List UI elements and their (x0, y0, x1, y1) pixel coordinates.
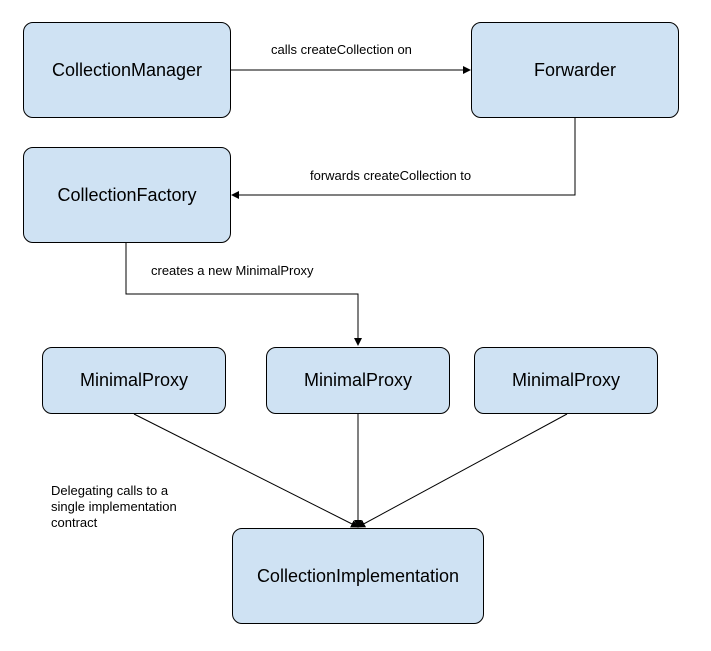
edge-label-proxies-to-implementation: Delegating calls to a single implementat… (51, 483, 177, 530)
node-minimal-proxy-3[interactable]: MinimalProxy (474, 347, 658, 414)
node-forwarder-label: Forwarder (533, 59, 617, 80)
edge-forwarder-to-factory (231, 118, 576, 199)
node-minimal-proxy-1-label: MinimalProxy (79, 370, 189, 390)
node-minimal-proxy-2-label: MinimalProxy (303, 370, 413, 390)
node-collection-manager-label: CollectionManager (51, 59, 203, 80)
edge-label-factory-to-proxy: creates a new MinimalProxy (151, 263, 314, 278)
edge-proxy-3-to-implementation (357, 413, 568, 528)
edge-label-forwarder-to-factory: forwards createCollection to (310, 168, 472, 183)
node-collection-factory-label: CollectionFactory (57, 184, 197, 205)
edge-proxy-1-to-implementation (133, 413, 359, 528)
node-collection-implementation-label: CollectionImplementation (256, 565, 460, 586)
node-collection-manager[interactable]: CollectionManager (23, 22, 231, 118)
node-collection-implementation[interactable]: CollectionImplementation (232, 528, 484, 624)
edge-factory-to-proxy (125, 243, 362, 346)
node-minimal-proxy-2[interactable]: MinimalProxy (266, 347, 450, 414)
node-collection-factory[interactable]: CollectionFactory (23, 147, 231, 243)
node-forwarder[interactable]: Forwarder (471, 22, 679, 118)
edge-label-manager-to-forwarder: calls createCollection on (271, 42, 412, 57)
node-minimal-proxy-3-label: MinimalProxy (511, 370, 621, 390)
node-minimal-proxy-1[interactable]: MinimalProxy (42, 347, 226, 414)
